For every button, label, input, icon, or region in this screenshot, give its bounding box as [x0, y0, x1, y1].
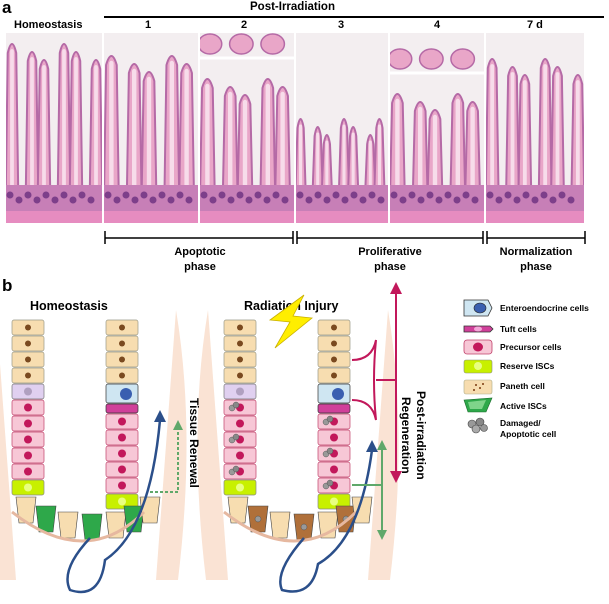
- regeneration-arrow-blue: [279, 449, 374, 593]
- legend-apoptotic: Damaged/Apoptotic cell: [500, 418, 556, 440]
- crypt-base-cell: [227, 496, 249, 524]
- histology-image-day-2: [200, 33, 294, 223]
- histology-image-homeostasis: [6, 33, 102, 223]
- precursor-cell: [105, 477, 139, 494]
- phase-brackets: [104, 231, 586, 244]
- renewal-arrow-green: [150, 430, 179, 493]
- radiation-lightning-icon: [268, 294, 314, 349]
- crypt-base-cell: [35, 505, 57, 533]
- legend-apoptotic-line: Apoptotic cell: [500, 429, 557, 439]
- tissue-renewal-label: Tissue Renewal: [187, 398, 201, 488]
- legend-reserve-isc: Reserve ISCs: [500, 361, 555, 371]
- reserve-isc: [105, 493, 139, 510]
- precursor-cell: [105, 461, 139, 478]
- legend-precursor: Precursor cells: [500, 342, 562, 352]
- precursor-cell: [223, 447, 257, 464]
- column-label-homeostasis: Homeostasis: [14, 19, 83, 31]
- reserve-isc: [223, 479, 257, 496]
- legend-icons: [463, 299, 494, 434]
- precursor-cell: [223, 431, 257, 448]
- regeneration-brace: [351, 339, 377, 421]
- precursor-cell: [223, 463, 257, 480]
- header-rule: [104, 16, 604, 18]
- crypt-base-cell: [15, 496, 37, 524]
- precursor-cell: [223, 415, 257, 432]
- apoptotic-phase-label: Apoptotic phase: [150, 245, 250, 275]
- precursor-cell: [317, 445, 351, 462]
- precursor-cell: [105, 429, 139, 446]
- crypt-base-cell: [139, 496, 161, 524]
- legend-paneth: Paneth cell: [500, 381, 545, 391]
- tuft-cell: [317, 403, 351, 414]
- renewal-arrow-blue: [66, 419, 162, 594]
- precursor-cell: [11, 399, 45, 416]
- homeostasis-crypt-title: Homeostasis: [30, 299, 108, 313]
- paneth-cell-icon: [463, 379, 493, 395]
- phase-label-line: Apoptotic: [174, 246, 226, 258]
- precursor-cell: [11, 431, 45, 448]
- enteroendocrine-cell-icon: [463, 299, 493, 317]
- regeneration-label-line: Post-irradiation: [414, 391, 428, 480]
- apoptotic-cell-icon: [467, 417, 488, 434]
- column-label-7d: 7 d: [527, 19, 543, 31]
- phase-label-line: phase: [184, 261, 216, 273]
- legend-enteroendocrine: Enteroendocrine cells: [500, 303, 589, 313]
- crypt-cell: [223, 383, 257, 400]
- crypt-base-cell: [81, 513, 103, 541]
- phase-label-line: phase: [520, 261, 552, 273]
- regeneration-label-line: Regeneration: [399, 397, 413, 474]
- reserve-isc: [317, 493, 351, 510]
- panel-a-letter: a: [2, 0, 12, 17]
- precursor-cell: [105, 413, 139, 430]
- tuft-cell-icon: [463, 325, 494, 333]
- column-label-4: 4: [434, 19, 441, 31]
- post-irradiation-header: Post-Irradiation: [250, 1, 335, 13]
- precursor-cell: [317, 477, 351, 494]
- phase-label-line: phase: [374, 261, 406, 273]
- legend-tuft: Tuft cells: [500, 324, 537, 334]
- phase-label-line: Proliferative: [358, 246, 422, 258]
- precursor-cell: [317, 461, 351, 478]
- crypt-diagram: [0, 282, 402, 594]
- active-isc-icon: [463, 397, 493, 413]
- tuft-cell: [105, 403, 139, 414]
- precursor-cell: [11, 463, 45, 480]
- column-label-1: 1: [145, 19, 152, 31]
- precursor-cell: [11, 447, 45, 464]
- column-label-3: 3: [338, 19, 345, 31]
- legend-apoptotic-line: Damaged/: [500, 418, 541, 428]
- proliferative-phase-label: Proliferative phase: [340, 245, 440, 275]
- crypt-base-cell: [269, 511, 291, 539]
- normalization-phase-label: Normalization phase: [486, 245, 586, 275]
- column-label-2: 2: [241, 19, 248, 31]
- reserve-isc-icon: [463, 359, 493, 374]
- precursor-cell: [105, 445, 139, 462]
- histology-image-day-7: [486, 33, 584, 223]
- reserve-isc: [11, 479, 45, 496]
- histology-image-day-3: [296, 33, 388, 223]
- histology-image-day-4: [390, 33, 484, 223]
- legend-active-isc: Active ISCs: [500, 401, 547, 411]
- phase-label-line: Normalization: [499, 246, 573, 258]
- precursor-cell-icon: [463, 339, 493, 355]
- precursor-cell: [11, 415, 45, 432]
- crypt-base-cell: [57, 511, 79, 539]
- crypt-cell: [11, 383, 45, 400]
- histology-image-day-1: [104, 33, 198, 223]
- precursor-cell: [317, 429, 351, 446]
- precursor-cell: [317, 413, 351, 430]
- precursor-cell: [223, 399, 257, 416]
- panel-b-letter: b: [2, 276, 13, 295]
